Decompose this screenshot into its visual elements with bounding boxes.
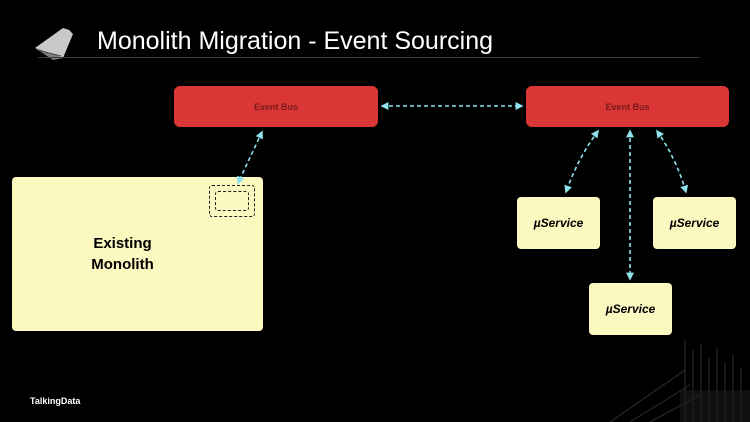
event-bus-left: Event Bus <box>174 86 378 127</box>
event-bus-right: Event Bus <box>526 86 729 127</box>
bus-to-service-2-connector <box>656 129 689 194</box>
microservice-box-3: µService <box>589 283 672 335</box>
microservice-box-1: µService <box>517 197 600 249</box>
brand-label: TalkingData <box>30 396 81 406</box>
microservice-label-2: µService <box>669 216 720 230</box>
slide-title: Monolith Migration - Event Sourcing <box>97 27 494 55</box>
event-bus-left-label: Event Bus <box>253 101 298 112</box>
monolith-label: Existing Monolith <box>91 235 154 273</box>
microservice-box-2: µService <box>653 197 736 249</box>
title-divider <box>38 57 700 58</box>
bus-to-service-1-connector <box>564 129 599 194</box>
decorative-pattern <box>609 340 750 422</box>
microservice-label-1: µService <box>533 216 584 230</box>
existing-monolith-box: Existing Monolith <box>12 177 263 331</box>
monolith-port-inner <box>215 191 249 211</box>
event-bus-right-label: Event Bus <box>605 101 650 112</box>
bus-to-monolith-connector <box>237 130 263 185</box>
monolith-port-icon <box>209 185 255 217</box>
microservice-label-3: µService <box>605 302 656 316</box>
